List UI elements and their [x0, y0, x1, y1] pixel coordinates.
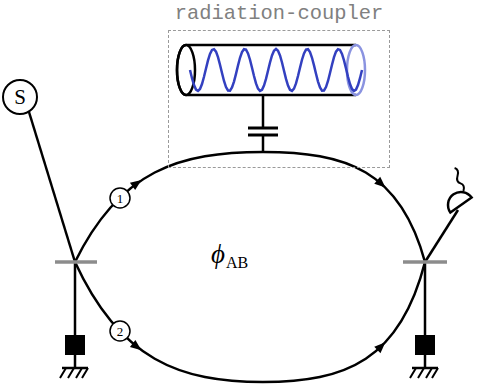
callout-circle [110, 188, 130, 208]
callout-number: 1 [117, 192, 124, 205]
phase-symbol: ϕ [211, 241, 225, 268]
source-label: S [14, 87, 26, 108]
upper-arm [75, 152, 425, 262]
source-circle: S [2, 79, 38, 115]
coupler-heading: radiation-coupler [168, 1, 390, 27]
beam-splitter [403, 260, 447, 264]
callout-circle [110, 321, 130, 341]
coupler-box: radiation-coupler [168, 0, 390, 168]
beam-splitter [55, 260, 97, 264]
phase-subscript: AB [226, 255, 248, 271]
callout-number: 2 [117, 325, 124, 338]
capacitor-symbol [248, 95, 278, 152]
arrowheads [130, 176, 389, 353]
resonator-cylinder [177, 45, 365, 95]
dashed-frame [168, 30, 390, 168]
lower-arm [75, 262, 425, 382]
input-path [29, 112, 75, 262]
detector-symbol [425, 167, 475, 262]
ground-contacts [60, 262, 438, 378]
